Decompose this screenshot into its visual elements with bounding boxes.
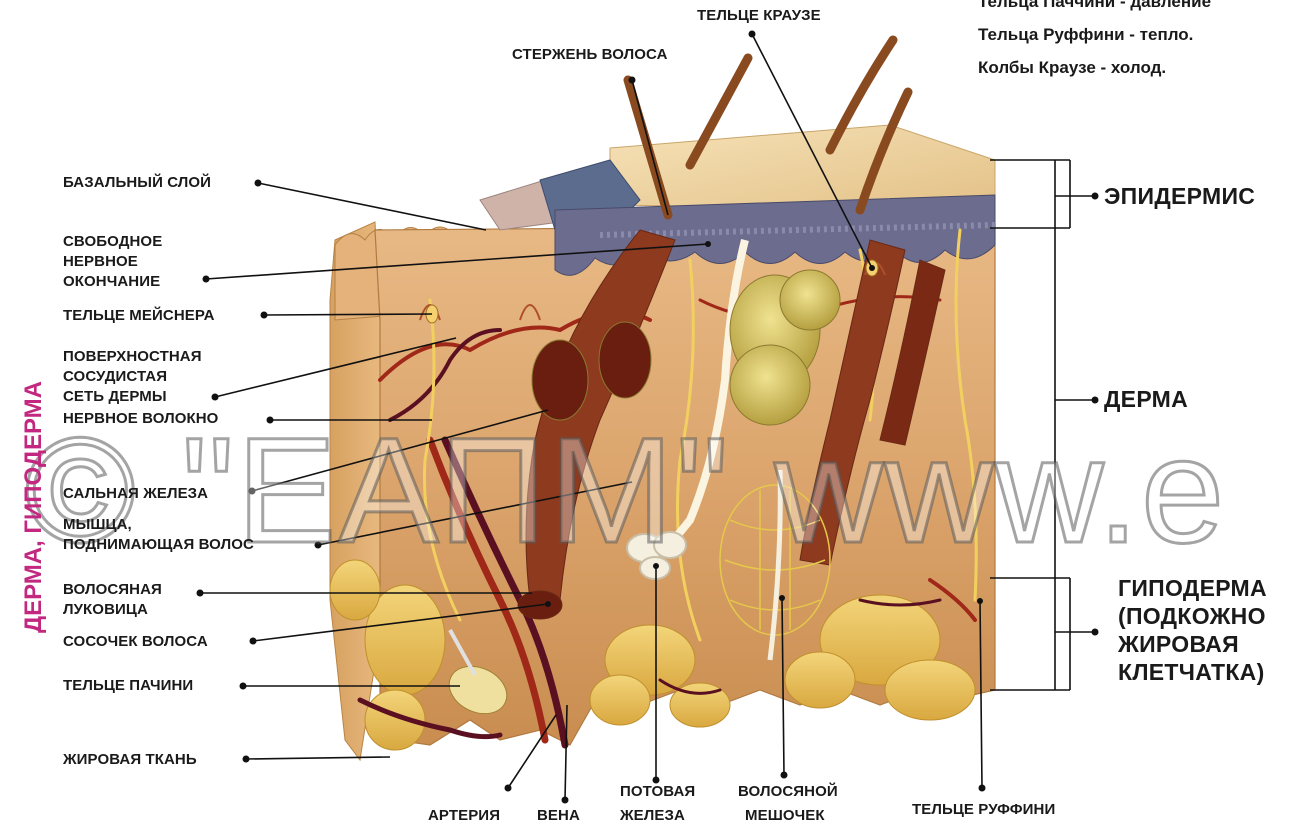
label-vein: ВЕНА bbox=[537, 806, 580, 826]
label-arrector-1: МЫШЦА, bbox=[63, 515, 132, 535]
label-hair-follicle-2: МЕШОЧЕК bbox=[745, 806, 825, 826]
legend-pacini: Тельца Паччини - давление bbox=[978, 0, 1211, 12]
label-hair-bulb-1: ВОЛОСЯНАЯ bbox=[63, 580, 162, 600]
label-dermis: ДЕРМА bbox=[1104, 386, 1188, 413]
label-krause-body: ТЕЛЬЦЕ КРАУЗЕ bbox=[697, 6, 821, 26]
bracket-dots bbox=[1092, 193, 1099, 636]
legend-ruffini: Тельца Руффини - тепло. bbox=[978, 25, 1193, 45]
label-basal-layer: БАЗАЛЬНЫЙ СЛОЙ bbox=[63, 173, 211, 193]
label-meissner-body: ТЕЛЬЦЕ МЕЙСНЕРА bbox=[63, 306, 215, 326]
label-ruffini-body: ТЕЛЬЦЕ РУФФИНИ bbox=[912, 800, 1055, 820]
label-hair-papilla: СОСОЧЕК ВОЛОСА bbox=[63, 632, 208, 652]
label-hair-follicle-1: ВОЛОСЯНОЙ bbox=[738, 782, 838, 802]
side-label: ДЕРМА, ГИПОДЕРМА bbox=[20, 377, 50, 637]
label-epidermis: ЭПИДЕРМИС bbox=[1104, 183, 1255, 210]
label-free-nerve-2: НЕРВНОЕ bbox=[63, 252, 138, 272]
label-hypodermis-3: ЖИРОВАЯ bbox=[1118, 631, 1239, 658]
label-vascular-2: СОСУДИСТАЯ bbox=[63, 367, 167, 387]
label-free-nerve-1: СВОБОДНОЕ bbox=[63, 232, 162, 252]
label-hypodermis-2: (ПОДКОЖНО bbox=[1118, 603, 1266, 630]
label-arrector-2: ПОДНИМАЮЩАЯ ВОЛОС bbox=[63, 535, 254, 555]
label-hypodermis-1: ГИПОДЕРМА bbox=[1118, 575, 1267, 602]
label-sweat-gland-2: ЖЕЛЕЗА bbox=[620, 806, 685, 826]
label-vascular-1: ПОВЕРХНОСТНАЯ bbox=[63, 347, 202, 367]
layer-brackets bbox=[990, 160, 1095, 690]
label-sebaceous-gland: САЛЬНАЯ ЖЕЛЕЗА bbox=[63, 484, 208, 504]
label-sweat-gland-1: ПОТОВАЯ bbox=[620, 782, 695, 802]
label-vascular-3: СЕТЬ ДЕРМЫ bbox=[63, 387, 167, 407]
label-adipose-tissue: ЖИРОВАЯ ТКАНЬ bbox=[63, 750, 197, 770]
legend-krause: Колбы Краузе - холод. bbox=[978, 58, 1166, 78]
label-free-nerve-3: ОКОНЧАНИЕ bbox=[63, 272, 160, 292]
label-hair-bulb-2: ЛУКОВИЦА bbox=[63, 600, 148, 620]
label-hair-shaft: СТЕРЖЕНЬ ВОЛОСА bbox=[512, 45, 668, 65]
label-pacinian-body: ТЕЛЬЦЕ ПАЧИНИ bbox=[63, 676, 193, 696]
label-nerve-fiber: НЕРВНОЕ ВОЛОКНО bbox=[63, 409, 218, 429]
label-hypodermis-4: КЛЕТЧАТКА) bbox=[1118, 659, 1265, 686]
label-artery: АРТЕРИЯ bbox=[428, 806, 500, 826]
